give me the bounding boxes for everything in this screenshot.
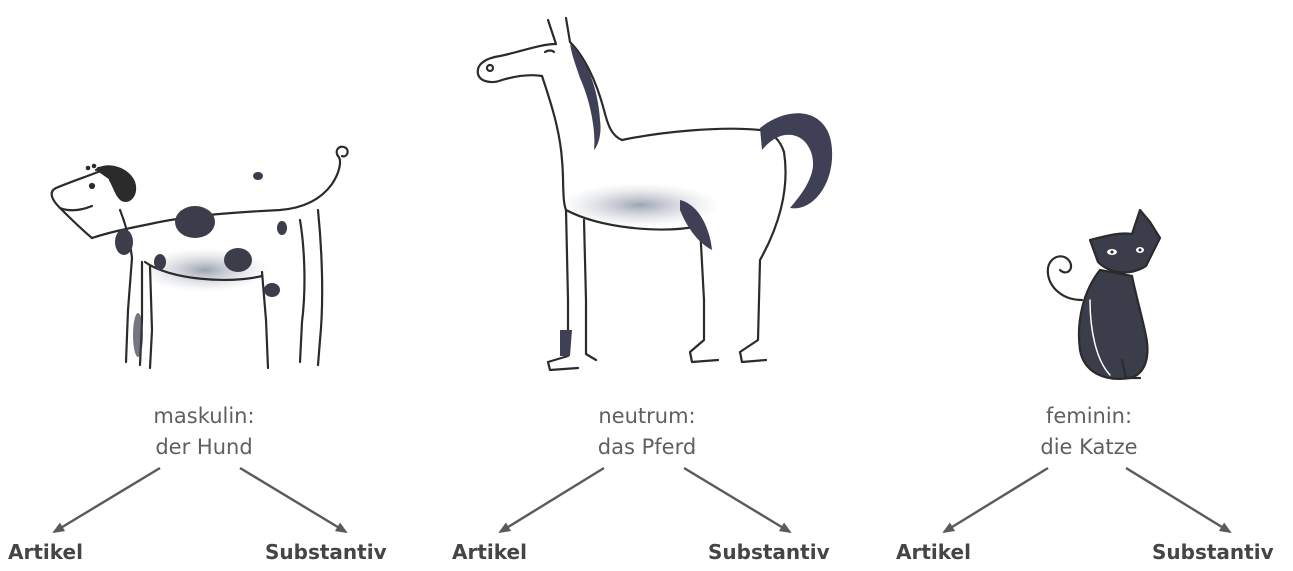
caption-dog: maskulin: der Hund [119,401,289,463]
term-substantiv-cat: Substantiv [1152,540,1274,564]
term-artikel-dog: Artikel [8,540,83,564]
arrow-dog-artikel [54,468,160,532]
noun-phrase-cat: die Katze [1004,432,1174,463]
arrow-horse-artikel [500,468,604,532]
noun-phrase-dog: der Hund [119,432,289,463]
arrow-cat-substantiv [1126,468,1230,532]
dog-illustration [52,147,348,368]
arrows [54,468,1230,532]
caption-cat: feminin: die Katze [1004,401,1174,463]
arrow-cat-artikel [944,468,1048,532]
gender-label-feminine: feminin: [1004,401,1174,432]
arrow-horse-substantiv [684,468,790,532]
term-substantiv-horse: Substantiv [708,540,830,564]
horse-illustration [478,18,832,370]
noun-phrase-horse: das Pferd [562,432,732,463]
gender-label-neuter: neutrum: [562,401,732,432]
term-substantiv-dog: Substantiv [265,540,387,564]
cat-illustration [1048,210,1160,379]
caption-horse: neutrum: das Pferd [562,401,732,463]
arrow-dog-substantiv [240,468,346,532]
term-artikel-horse: Artikel [452,540,527,564]
gender-label-masculine: maskulin: [119,401,289,432]
term-artikel-cat: Artikel [896,540,971,564]
